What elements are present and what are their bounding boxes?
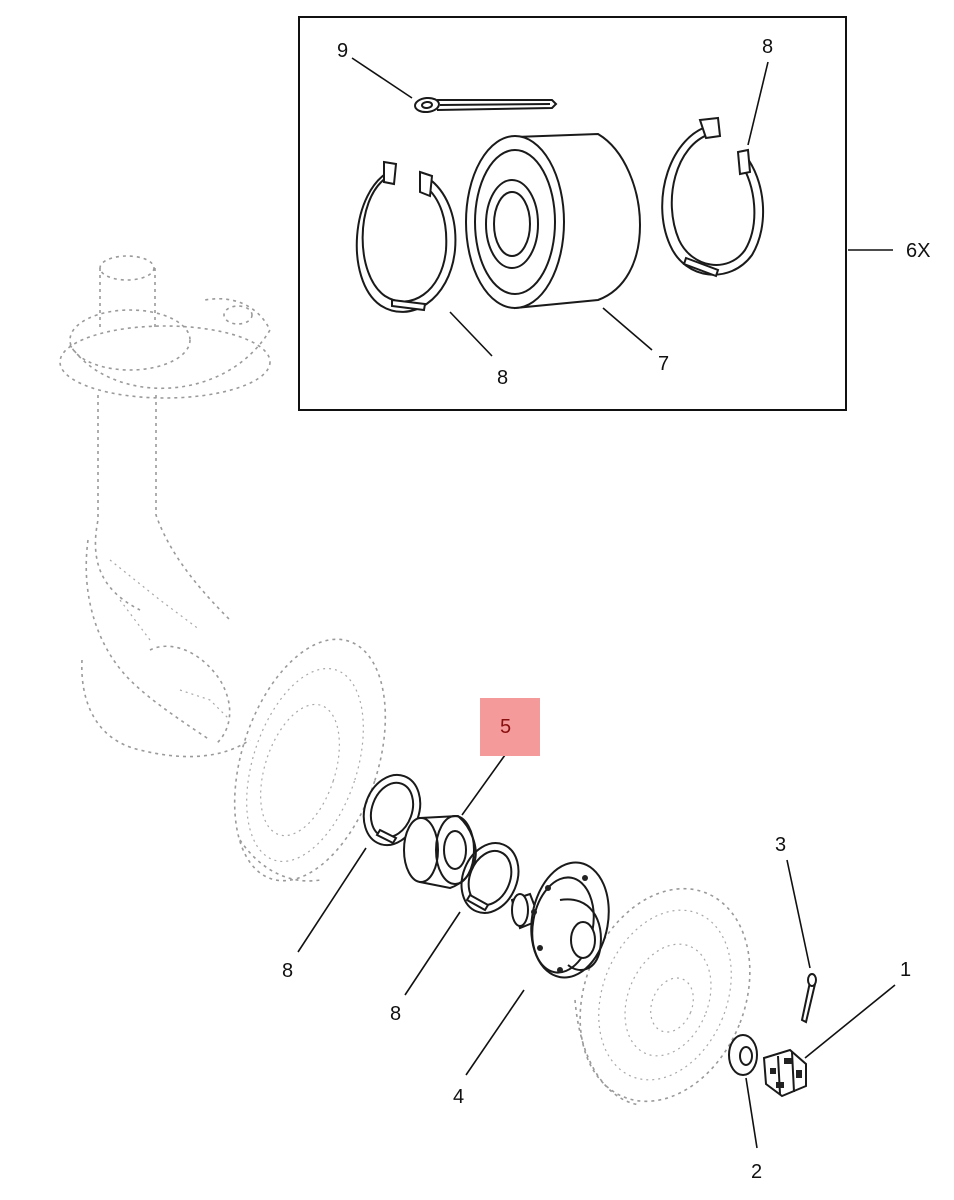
callout-8-top-right: 8 <box>762 36 773 58</box>
retaining-ring-8-left-drawing <box>362 773 422 847</box>
callout-5: 5 <box>500 716 511 738</box>
callout-8-top-left: 8 <box>497 367 508 389</box>
retaining-ring-left-drawing <box>355 160 457 313</box>
kit-inset-box <box>298 16 847 411</box>
brake-rotor-front-ghost <box>574 887 751 1106</box>
retaining-ring-8-mid-drawing <box>460 842 520 914</box>
callout-2: 2 <box>751 1161 762 1183</box>
callout-8-left: 8 <box>282 960 293 982</box>
washer-2-drawing <box>728 1034 758 1076</box>
callout-1: 1 <box>900 959 911 981</box>
castle-nut-1-drawing <box>762 1048 807 1098</box>
callout-3: 3 <box>775 834 786 856</box>
callout-7: 7 <box>658 353 669 375</box>
brake-rotor-rear-ghost <box>233 638 387 882</box>
callout-8-mid: 8 <box>390 1003 401 1025</box>
cotter-pin-3-drawing <box>800 973 817 1024</box>
callout-6x: 6X <box>906 240 930 262</box>
wheel-bearing-7-drawing <box>465 132 642 310</box>
wheel-hub-4-drawing <box>510 861 610 979</box>
callout-5-highlight <box>480 698 540 756</box>
retaining-ring-right-drawing <box>661 116 765 278</box>
wheel-bearing-5-drawing <box>403 814 477 890</box>
steering-knuckle-ghost <box>59 255 271 758</box>
callout-9: 9 <box>337 40 348 62</box>
callout-4: 4 <box>453 1086 464 1108</box>
cotter-pin-9-drawing <box>414 96 558 114</box>
